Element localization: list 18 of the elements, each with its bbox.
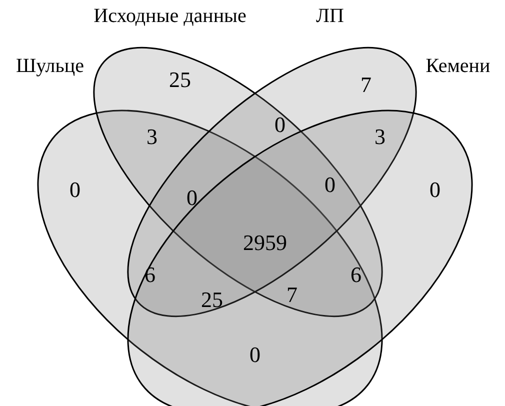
set-name: Кемени <box>426 55 490 77</box>
region-count: 7 <box>360 73 372 97</box>
region-count: 0 <box>250 343 260 367</box>
region-count: 0 <box>324 173 336 197</box>
region-count: 0 <box>70 178 80 202</box>
region-count: 6 <box>350 263 362 287</box>
region-count: 3 <box>146 125 158 149</box>
region-count: 0 <box>430 178 440 202</box>
region-count: 0 <box>274 113 286 137</box>
region-count: 25 <box>169 68 191 92</box>
set-name: ЛП <box>316 5 344 27</box>
region-count: 7 <box>286 283 298 307</box>
region-count: 3 <box>374 125 386 149</box>
set-name: Шульце <box>16 55 84 77</box>
set-name: Исходные данные <box>94 5 246 27</box>
region-count: 2959 <box>243 231 287 255</box>
region-count: 25 <box>201 288 223 312</box>
region-count: 0 <box>186 186 198 210</box>
